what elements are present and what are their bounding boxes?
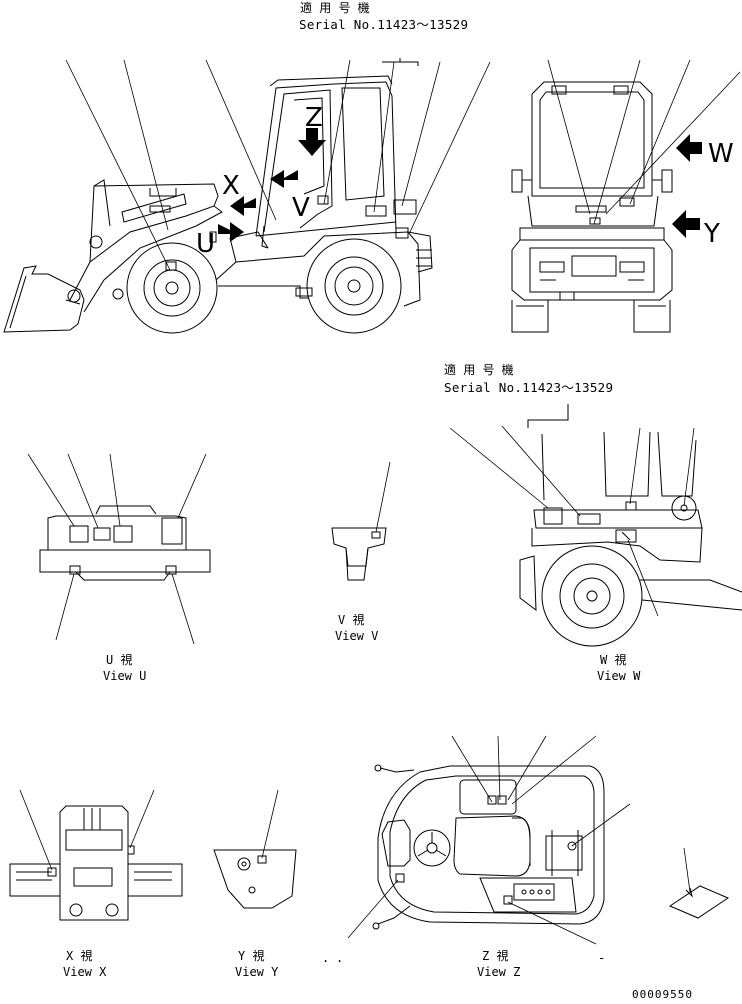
- drawing-id: 00009550: [632, 988, 693, 1001]
- side-view: X V Z U: [3, 59, 491, 334]
- view-u-detail: U 視 View U: [27, 453, 211, 683]
- view-x-detail: X 視 View X: [9, 789, 183, 979]
- view-z-en: View Z: [477, 965, 520, 979]
- mark-v: V: [292, 193, 310, 223]
- view-w-detail: W 視 View W: [449, 425, 742, 683]
- applicable-label: 適 用 号 機: [300, 0, 370, 15]
- applicable-label-w: 適 用 号 機: [444, 362, 514, 377]
- view-y-detail: Y 視 View Y . .: [213, 789, 343, 979]
- svg-text:.: .: [322, 951, 329, 965]
- view-x-en: View X: [63, 965, 107, 979]
- mark-x: X: [222, 171, 240, 201]
- serial-label-w: Serial No.11423～13529: [444, 380, 613, 395]
- view-w-en: View W: [597, 669, 641, 683]
- view-z-detail: Z 視 View Z -: [347, 735, 631, 979]
- serial-note-top: 適 用 号 機 Serial No.11423～13529: [299, 0, 468, 66]
- front-view: W Y: [511, 59, 741, 333]
- mark-y: Y: [703, 219, 720, 249]
- view-y-en: View Y: [235, 965, 279, 979]
- view-v-en: View V: [335, 629, 378, 643]
- view-w-jp: W 視: [600, 652, 626, 667]
- view-v-jp: V 視: [338, 612, 364, 627]
- view-x-jp: X 視: [66, 948, 92, 963]
- view-z-jp: Z 視: [482, 948, 508, 963]
- svg-text:-: -: [598, 951, 605, 965]
- mark-w: W: [708, 139, 734, 169]
- view-u-en: View U: [103, 669, 146, 683]
- serial-note-view-w: 適 用 号 機 Serial No.11423～13529: [444, 362, 613, 428]
- mark-z: Z: [305, 103, 323, 133]
- view-y-jp: Y 視: [238, 948, 264, 963]
- mark-u: U: [196, 229, 215, 259]
- label-sheet: [668, 847, 730, 919]
- serial-label: Serial No.11423～13529: [299, 17, 468, 32]
- view-u-jp: U 視: [106, 652, 132, 667]
- view-v-detail: V 視 View V: [331, 461, 391, 643]
- svg-text:.: .: [336, 951, 343, 965]
